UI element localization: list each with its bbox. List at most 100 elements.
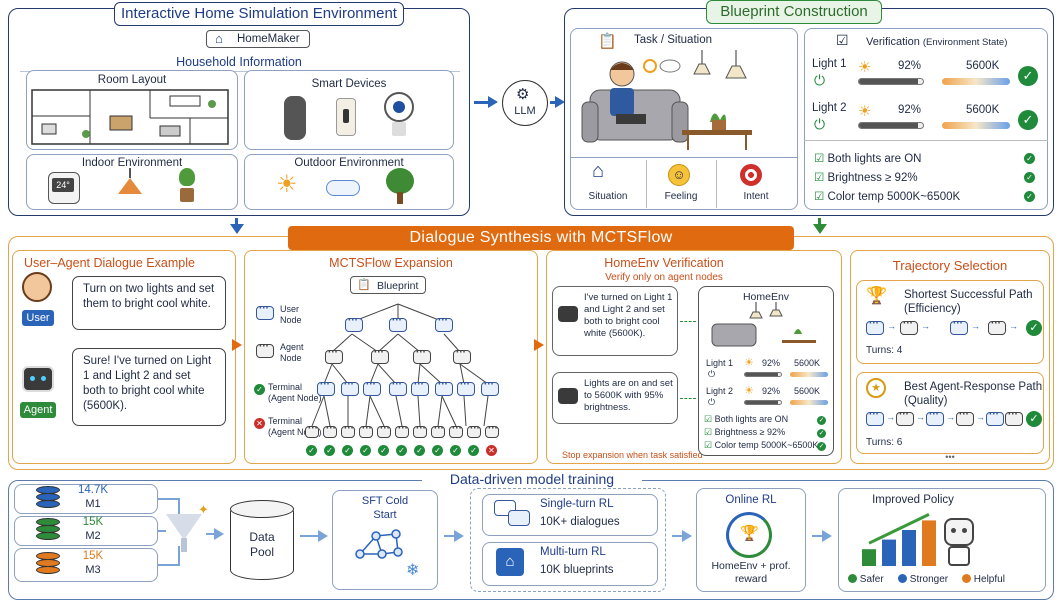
env-to-llm-arrow [488, 96, 498, 108]
policy-bar [902, 530, 916, 566]
plant-pot [180, 188, 194, 202]
leaf-node [413, 423, 427, 438]
coin-stack-blue-icon [36, 486, 62, 512]
leaf-node [377, 423, 391, 438]
household-title: Household Information [176, 55, 302, 69]
room-layout-box [26, 70, 238, 150]
checkbox-icon: ☑ [814, 191, 825, 203]
tree-node [481, 379, 499, 396]
legend-agent-node-icon [256, 341, 274, 358]
tree-node [371, 347, 389, 364]
tree-node [325, 347, 343, 364]
legend-helpful: Helpful [962, 574, 1005, 585]
person-on-sofa-illustration [581, 50, 752, 150]
bp-light1-power-icon: ⏻ [814, 72, 826, 88]
m3-to-funnel-line [158, 564, 180, 566]
mcts-title: MCTSFlow Expansion [329, 256, 453, 270]
intent-target-icon [740, 164, 762, 186]
rl-group [470, 488, 666, 592]
he-light1-temp-bar [790, 372, 828, 377]
pool-to-sft-line [300, 535, 322, 537]
policy-robot-icon [944, 518, 974, 546]
leaf-fail-icon: ✕ [486, 445, 497, 456]
bp-light2-brightness: 92% [898, 104, 922, 116]
trajectory-title: Trajectory Selection [892, 258, 1008, 273]
tree-node [435, 315, 453, 332]
leaf-node [323, 423, 337, 438]
thermostat-icon: 24° [48, 172, 80, 204]
legend-stronger-dot [898, 574, 907, 583]
homeenv-stop-note: Stop expansion when task satisfied [562, 450, 703, 460]
tree-node [411, 379, 429, 396]
rl-to-online-arrow [682, 530, 692, 542]
best-turns: Turns: 6 [866, 437, 903, 448]
m1-to-funnel-vline [178, 498, 180, 518]
model-m2-row [14, 516, 158, 546]
agent-message: Sure! I've turned on Light 1 and Light 2… [72, 348, 226, 426]
snowflake-icon: ❄ [406, 562, 420, 579]
bp-down-arrow [813, 224, 827, 234]
dialogue-example-title: User–Agent Dialogue Example [24, 256, 195, 270]
smart-speaker-icon [284, 96, 306, 140]
bp-check-2-ok-icon: ✓ [1024, 172, 1035, 183]
funnel-spout [181, 538, 187, 552]
bp-light1-brightness-bar [858, 78, 924, 85]
home-icon: ⌂ [215, 31, 223, 46]
camera-stand [392, 122, 406, 136]
task-title: Task / Situation [634, 34, 712, 46]
data-pool-label: Data Pool [249, 530, 275, 559]
legend-stronger-label: Stronger [909, 574, 949, 585]
leaf-node [305, 423, 319, 438]
thermostat-reading: 24° [52, 178, 74, 192]
funnel-icon [166, 514, 202, 540]
path-arrow: → [971, 321, 980, 331]
blueprint-doc-icon: 📋 [357, 279, 371, 291]
homeenv-msg2-box [552, 372, 678, 424]
path-node [986, 409, 1004, 426]
agent-robot-icon [22, 366, 54, 392]
he-light1-power-icon: ⏻ [708, 369, 716, 379]
checkbox-icon: ☑ [814, 153, 825, 165]
he-light1-name: Light 1 [706, 358, 734, 368]
msg1-robot-icon [558, 306, 578, 322]
bp-light2-sun-icon: ☀ [858, 103, 872, 120]
blueprint-title: Blueprint Construction [706, 0, 882, 24]
bp-check-3: ☑ Color temp 5000K~6500K [814, 189, 960, 203]
m1-to-funnel-line [158, 498, 180, 500]
dialog-icon [494, 500, 516, 516]
env-down-arrow [230, 224, 244, 234]
bp-light2-temp-bar [942, 122, 1010, 129]
tree-node [457, 379, 475, 396]
path-arrow: → [921, 321, 930, 331]
cycle-arrows-icon [726, 512, 772, 558]
tree-node [413, 347, 431, 364]
tree-icon [386, 168, 414, 194]
shortest-ok-icon: ✓ [1026, 320, 1042, 336]
he-light2-temp: 5600K [794, 386, 821, 396]
legend-helpful-dot [962, 574, 971, 583]
path-arrow: → [916, 412, 925, 422]
brain-icon: ⚙ [516, 86, 530, 103]
funnel-to-pool-line [206, 533, 220, 535]
llm-to-blueprint-arrow [555, 96, 565, 108]
leaf-node [431, 423, 445, 438]
bp-light2-name: Light 2 [812, 102, 847, 114]
llm-to-blueprint-line [550, 101, 556, 104]
household-divider [20, 71, 460, 72]
verify-clipboard-icon: ☑ [836, 32, 849, 48]
legend-terminal-ok-icon: ✓ [254, 384, 265, 395]
leaf-ok-icon: ✓ [396, 445, 407, 456]
path-arrow: → [1009, 321, 1018, 331]
checkbox-icon: ☑ [704, 440, 713, 450]
leaf-node [341, 423, 355, 438]
msg2-robot-icon [558, 388, 578, 404]
plant-icon [178, 168, 196, 190]
homemaker-label: HomeMaker [237, 33, 300, 45]
bp-check-3-label: Color temp 5000K~6500K [827, 191, 961, 203]
homeenv-box-title: HomeEnv [742, 291, 790, 303]
path-node [926, 409, 944, 426]
he-light2-name: Light 2 [706, 386, 734, 396]
multi-turn-rl-title: Multi-turn RL [540, 546, 606, 558]
he-light2-temp-bar [790, 400, 828, 405]
homeenv-title: HomeEnv Verification [604, 256, 724, 270]
